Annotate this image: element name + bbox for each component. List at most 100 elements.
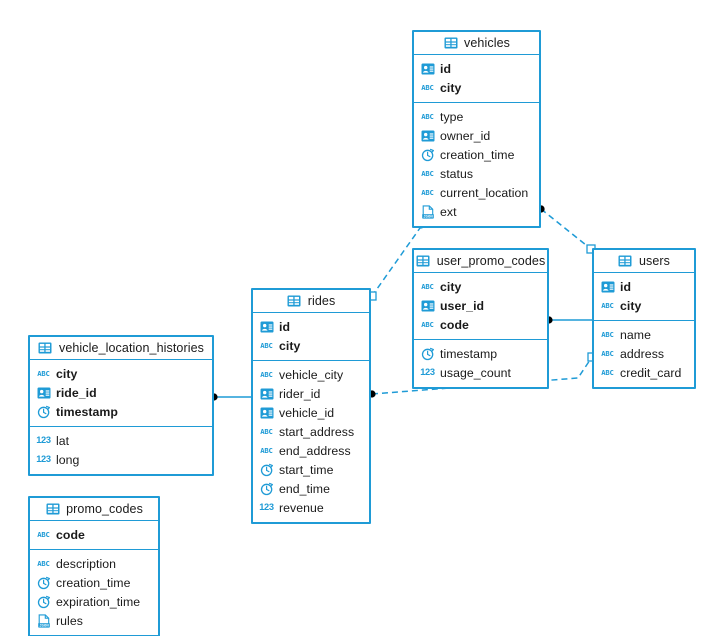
field-row[interactable]: start_time [253, 460, 369, 479]
field-name: current_location [440, 185, 529, 200]
field-row[interactable]: id [594, 277, 694, 296]
key-id-icon [259, 405, 274, 420]
field-row[interactable]: id [414, 59, 539, 78]
clock-icon [36, 404, 51, 419]
table-header-vehicle_location_histories[interactable]: vehicle_location_histories [30, 337, 212, 360]
abc-icon: ABC [601, 300, 614, 310]
field-row[interactable]: id [253, 317, 369, 336]
field-row[interactable]: vehicle_id [253, 403, 369, 422]
field-row[interactable]: ABC address [594, 344, 694, 363]
field-name: owner_id [440, 128, 491, 143]
key-id-icon [600, 279, 615, 294]
field-row[interactable]: creation_time [414, 145, 539, 164]
json-icon: JSON [36, 613, 51, 628]
key-id-icon [420, 128, 435, 143]
key-id-icon [420, 298, 435, 313]
field-name: end_address [279, 443, 351, 458]
field-row[interactable]: timestamp [30, 402, 212, 421]
field-row[interactable]: expiration_time [30, 592, 158, 611]
abc-icon: ABC [37, 558, 50, 568]
field-name: user_id [440, 298, 485, 313]
abc-icon: ABC [421, 281, 434, 291]
key-id-icon [259, 386, 274, 401]
field-name: address [620, 346, 665, 361]
field-name: timestamp [440, 346, 498, 361]
json-icon: JSON [420, 204, 435, 219]
field-row[interactable]: ride_id [30, 383, 212, 402]
table-title: promo_codes [66, 502, 143, 516]
primary-key-section: ABC code [30, 521, 158, 550]
abc-icon: ABC [601, 367, 614, 377]
field-row[interactable]: owner_id [414, 126, 539, 145]
abc-icon: ABC [260, 426, 273, 436]
table-grid-icon [287, 294, 302, 309]
field-row[interactable]: end_time [253, 479, 369, 498]
svg-text:JSON: JSON [39, 622, 49, 627]
table-header-users[interactable]: users [594, 250, 694, 273]
abc-icon: ABC [37, 529, 50, 539]
table-header-user_promo_codes[interactable]: user_promo_codes [414, 250, 547, 273]
field-row[interactable]: creation_time [30, 573, 158, 592]
field-name: code [56, 527, 85, 542]
abc-icon: ABC [37, 368, 50, 378]
field-name: creation_time [56, 575, 131, 590]
field-name: revenue [279, 500, 324, 515]
field-name: city [620, 298, 642, 313]
field-name: start_time [279, 462, 334, 477]
abc-icon: ABC [601, 348, 614, 358]
field-name: timestamp [56, 404, 118, 419]
field-row[interactable]: ABC start_address [253, 422, 369, 441]
field-name: credit_card [620, 365, 682, 380]
table-header-vehicles[interactable]: vehicles [414, 32, 539, 55]
field-name: ride_id [56, 385, 97, 400]
field-row[interactable]: 123 revenue [253, 498, 369, 517]
field-row[interactable]: timestamp [414, 344, 547, 363]
field-name: id [279, 319, 291, 334]
clock-icon [259, 462, 274, 477]
field-name: creation_time [440, 147, 515, 162]
relationship-vehicle_location_histories-to-rides [210, 393, 251, 401]
abc-icon: ABC [601, 329, 614, 339]
table-header-promo_codes[interactable]: promo_codes [30, 498, 158, 521]
field-row[interactable]: rider_id [253, 384, 369, 403]
field-name: city [440, 279, 462, 294]
field-name: start_address [279, 424, 355, 439]
field-row[interactable]: ABC credit_card [594, 363, 694, 382]
field-name: end_time [279, 481, 330, 496]
field-row[interactable]: ABC city [594, 296, 694, 315]
number-icon: 123 [259, 501, 274, 512]
field-row[interactable]: ABC city [414, 277, 547, 296]
table-header-rides[interactable]: rides [253, 290, 369, 313]
clock-icon [259, 481, 274, 496]
key-id-icon [259, 319, 274, 334]
field-row[interactable]: user_id [414, 296, 547, 315]
field-row[interactable]: ABC code [30, 525, 158, 544]
